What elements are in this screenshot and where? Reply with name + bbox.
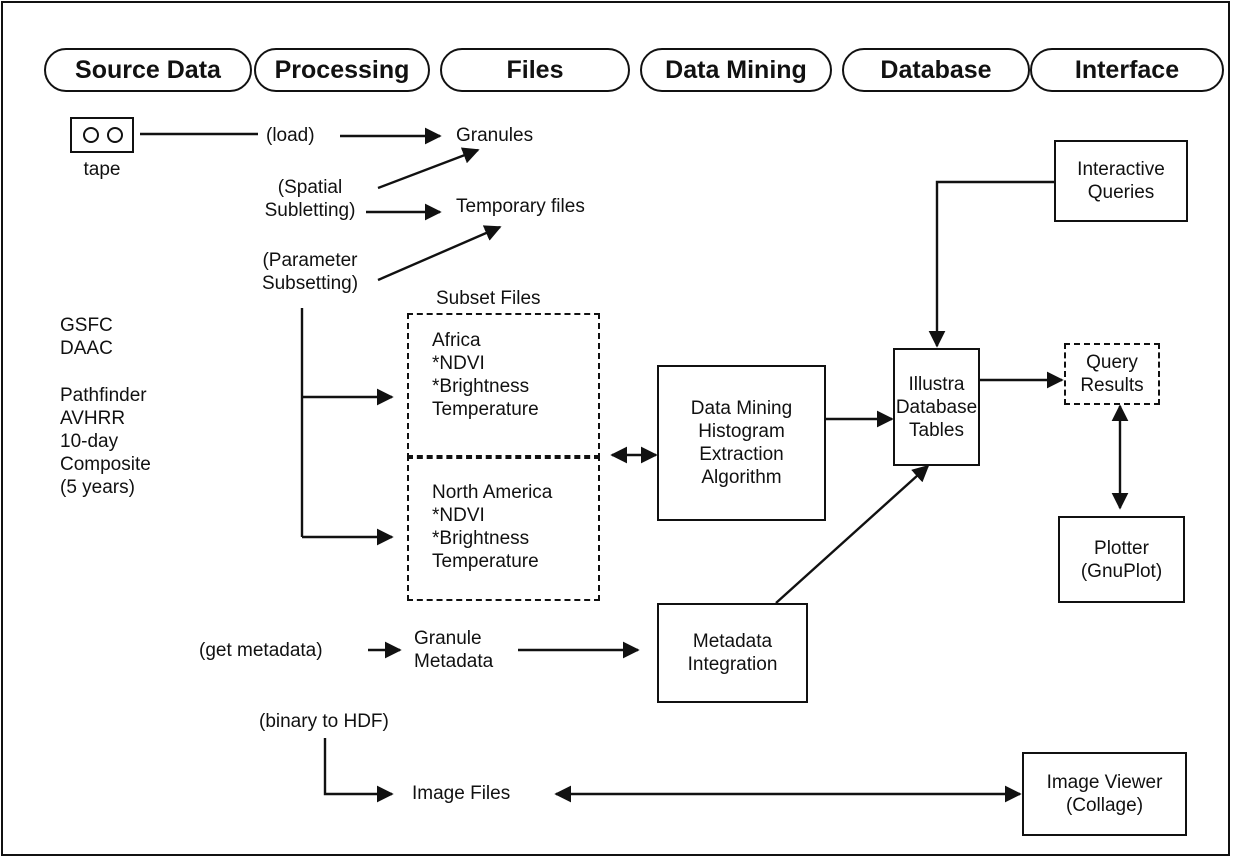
africa-subset-text: Africa *NDVI *Brightness Temperature [432,330,539,420]
temporary-files-label: Temporary files [456,196,585,217]
granule-metadata-label: Granule Metadata [414,628,494,672]
tape-reel-right [107,127,123,143]
queries-to-illustra-arrow [928,180,1054,348]
image-viewer-box: Image Viewer (Collage) [1022,752,1187,836]
header-source-data: Source Data [44,48,252,92]
binary-to-image-files-arrow [323,738,394,803]
north-america-subset-box [407,455,600,601]
plotter-box: Plotter (GnuPlot) [1058,516,1185,603]
tape-reel-left [83,127,99,143]
metadata-to-illustra-arrow [775,464,930,604]
tape-label: tape [83,159,121,180]
africa-subset-box [407,313,600,459]
get-metadata-label: (get metadata) [199,640,323,661]
load-label: (load) [266,125,315,146]
query-results-text: Query Results [1080,352,1144,396]
header-interface: Interface [1030,48,1224,92]
spatial-to-granules-arrow [377,147,480,190]
subset-files-title: Subset Files [436,288,541,309]
header-data-mining: Data Mining [640,48,832,92]
interactive-queries-box: Interactive Queries [1054,140,1188,222]
header-processing: Processing [254,48,430,92]
parameter-to-temporary-arrow [377,225,502,282]
pathfinder-label: Pathfinder AVHRR 10-day Composite (5 yea… [60,385,151,498]
spatial-subletting-label: (Spatial Subletting) [264,177,356,221]
tape-icon [70,117,134,153]
granules-label: Granules [456,125,534,146]
header-database: Database [842,48,1030,92]
parameter-subsetting-label: (Parameter Subsetting) [261,250,359,294]
query-results-box [1064,343,1160,405]
illustra-database-box: Illustra Database Tables [893,348,980,466]
binary-to-hdf-label: (binary to HDF) [259,711,389,732]
north-america-subset-text: North America *NDVI *Brightness Temperat… [432,482,553,572]
image-files-label: Image Files [412,783,511,804]
gsfc-daac-label: GSFC DAAC [60,315,113,359]
header-files: Files [440,48,630,92]
metadata-integration-box: Metadata Integration [657,603,808,703]
histogram-extraction-box: Data Mining Histogram Extraction Algorit… [657,365,826,521]
